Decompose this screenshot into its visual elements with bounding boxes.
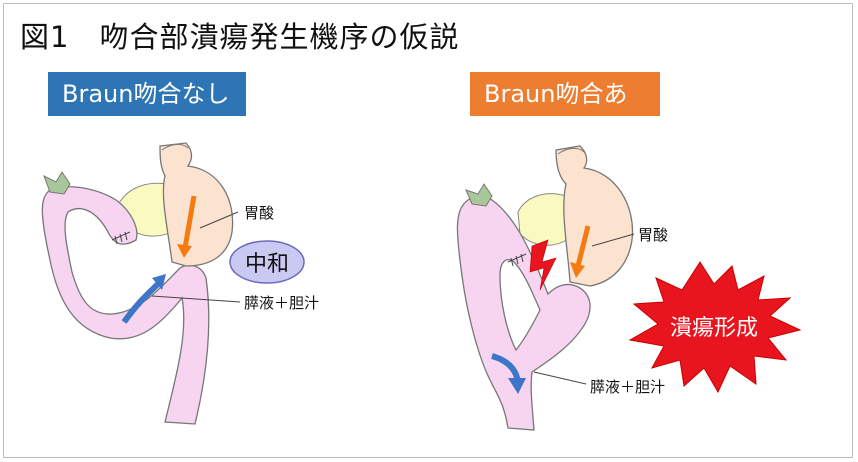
- stomach-left: [160, 143, 233, 266]
- pancreas-right: [518, 194, 570, 246]
- label-acid-right: 胃酸: [638, 226, 668, 244]
- left-anatomy: 中和 胃酸 膵液＋胆汁: [42, 143, 319, 424]
- stomach-right: [556, 146, 633, 286]
- duodenal-stump-left: [44, 172, 70, 194]
- label-ulcer: 潰瘍形成: [670, 316, 758, 341]
- label-juice-right: 膵液＋胆汁: [590, 378, 665, 396]
- label-juice-left: 膵液＋胆汁: [244, 294, 319, 312]
- label-acid-left: 胃酸: [244, 204, 274, 222]
- right-anatomy: 胃酸 膵液＋胆汁 潰瘍形成: [457, 146, 800, 430]
- label-neutralize: 中和: [245, 252, 289, 277]
